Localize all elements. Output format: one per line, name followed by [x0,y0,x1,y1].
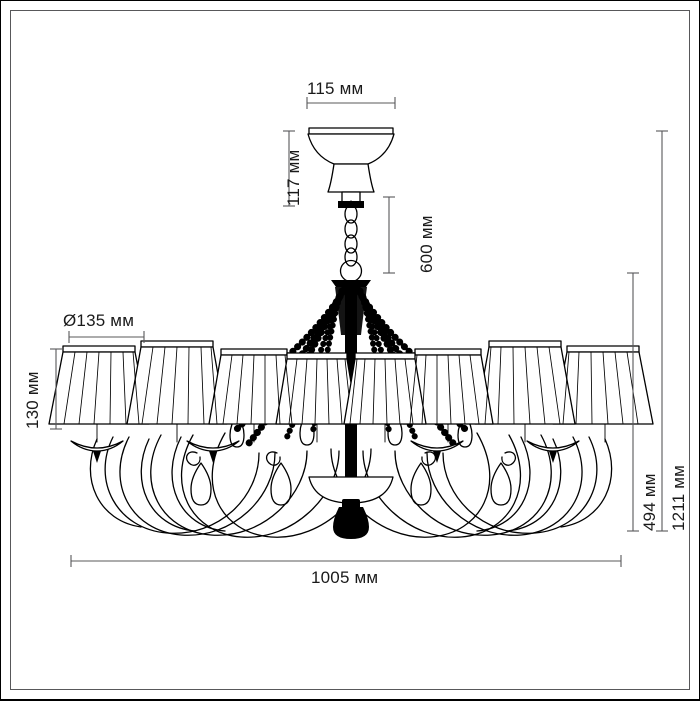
dim-chain-length [383,196,395,274]
dim-label-shade-diameter: Ø135 мм [63,311,135,330]
dim-label-canopy-height: 117 мм [284,149,303,206]
dim-label-canopy-width: 115 мм [307,79,364,98]
dim-label-body-height: 494 мм [640,473,659,531]
dim-total-height [656,130,668,532]
dim-canopy-width [306,97,396,109]
dim-shade-height [50,348,62,430]
lampshade-bank-right [343,340,654,443]
dim-label-chain-length: 600 мм [417,215,436,273]
arm-cups [70,440,580,463]
dim-label-total-height: 1211 мм [669,464,688,531]
dim-shade-diameter [68,331,145,343]
dim-label-total-width: 1005 мм [311,568,379,587]
bottom-bowl-finial [308,476,394,539]
dim-body-height [627,272,639,532]
dim-total-width [70,555,622,567]
dim-canopy-height [283,130,295,207]
dim-label-shade-height: 130 мм [23,371,42,429]
teardrop-pendants [185,412,517,506]
lampshade-bank-left [48,340,359,443]
